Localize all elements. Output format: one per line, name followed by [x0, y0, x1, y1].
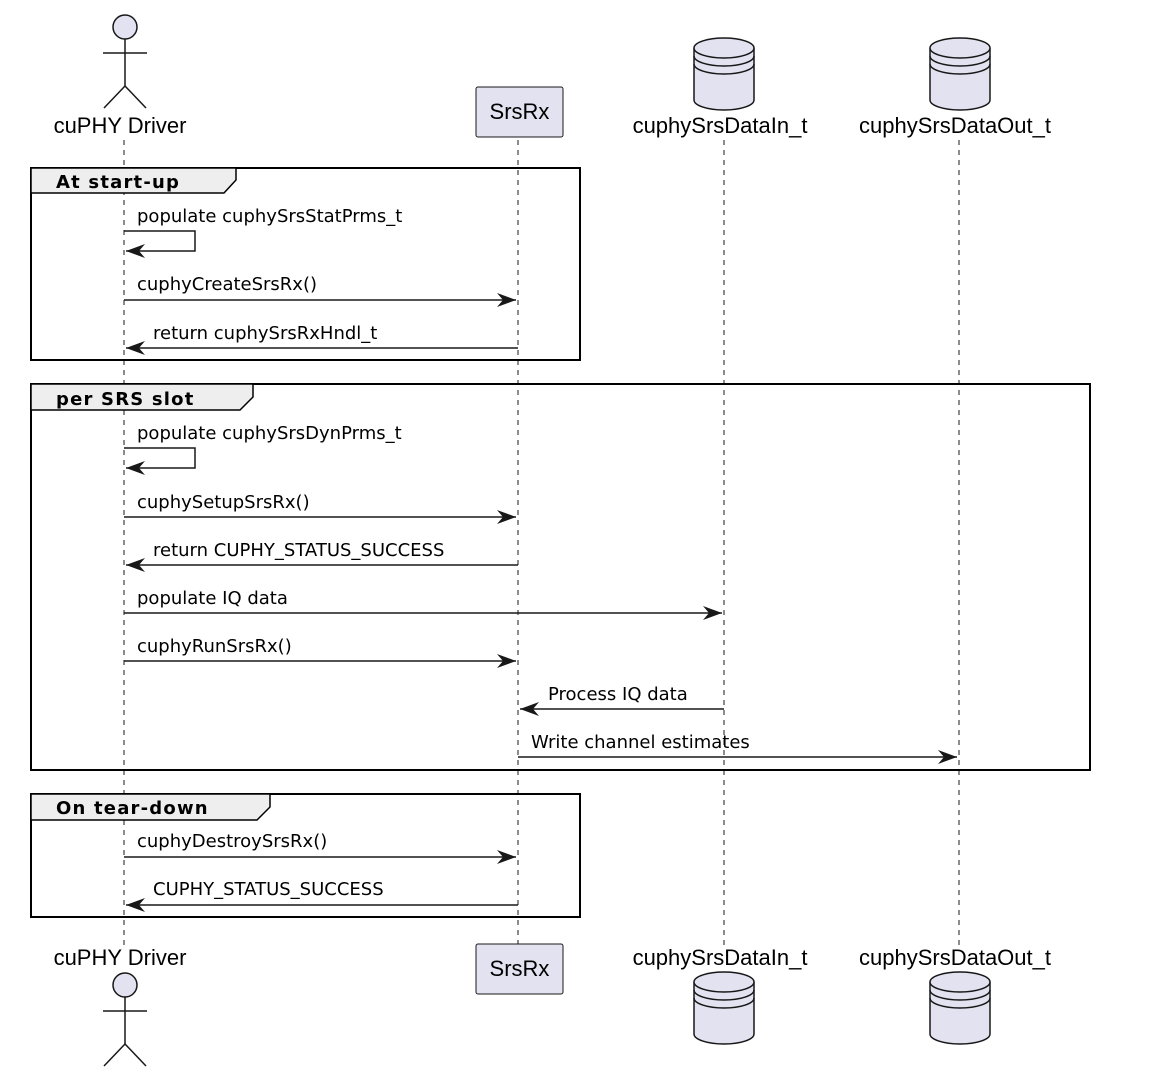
- message-return-status-success: return CUPHY_STATUS_SUCCESS: [126, 540, 518, 572]
- message-cuphy-run-srsrx: cuphyRunSrsRx(): [124, 636, 516, 668]
- database-icon: [693, 37, 755, 111]
- participant-box: [475, 943, 564, 995]
- participant-name: cuphySrsDataIn_t: [633, 113, 808, 138]
- database-icon: [929, 37, 991, 111]
- message-return-srsrx-hndl: return cuphySrsRxHndl_t: [126, 323, 518, 355]
- message-process-iq-data: Process IQ data: [520, 684, 724, 716]
- message-label: cuphySetupSrsRx(): [137, 492, 310, 513]
- group-frame-per-srs-slot: per SRS slot: [30, 383, 1091, 771]
- message-label: Process IQ data: [548, 684, 688, 705]
- database-cuphysrsdatain-bottom: cuphySrsDataIn_t: [633, 945, 808, 1045]
- message-label: return cuphySrsRxHndl_t: [153, 323, 377, 344]
- actor-icon: [103, 14, 147, 109]
- participant-name: SrsRx: [490, 99, 550, 124]
- database-icon: [929, 971, 991, 1045]
- frame-label: per SRS slot: [56, 389, 195, 410]
- message-label: populate cuphySrsStatPrms_t: [137, 206, 402, 227]
- participant-name: cuPHY Driver: [54, 113, 187, 138]
- frame-border: [30, 167, 581, 361]
- frame-border: [30, 793, 581, 918]
- frame-header: [30, 793, 271, 821]
- message-label: cuphyCreateSrsRx(): [137, 274, 317, 295]
- message-label: cuphyDestroySrsRx(): [137, 831, 327, 852]
- database-cuphysrsdataout-top: cuphySrsDataOut_t: [859, 37, 1051, 138]
- message-label: populate cuphySrsDynPrms_t: [137, 423, 402, 444]
- group-frame-tear-down: On tear-down: [30, 793, 581, 918]
- participants-top: cuPHY Driver SrsRx cuphySrsDataIn_t cuph…: [54, 14, 1051, 138]
- database-icon: [693, 971, 755, 1045]
- frame-header: [30, 167, 237, 194]
- participant-name: cuphySrsDataOut_t: [859, 945, 1051, 970]
- database-cuphysrsdatain-top: cuphySrsDataIn_t: [633, 37, 808, 138]
- frame-header: [30, 383, 254, 411]
- participant-name: cuphySrsDataIn_t: [633, 945, 808, 970]
- participant-srsrx-top: SrsRx: [475, 86, 564, 138]
- actor-cuphy-driver-bottom: cuPHY Driver: [54, 945, 187, 1067]
- participant-srsrx-bottom: SrsRx: [475, 943, 564, 995]
- participants-bottom: cuPHY Driver SrsRx cuphySrsDataIn_t: [54, 943, 1051, 1067]
- message-populate-iq-data: populate IQ data: [124, 588, 722, 620]
- participant-box: [475, 86, 564, 138]
- message-populate-stat-prms: populate cuphySrsStatPrms_t: [124, 206, 402, 258]
- message-label: CUPHY_STATUS_SUCCESS: [153, 879, 384, 900]
- participant-name: cuPHY Driver: [54, 945, 187, 970]
- participant-name: cuphySrsDataOut_t: [859, 113, 1051, 138]
- frame-label: On tear-down: [56, 798, 209, 819]
- frame-label: At start-up: [56, 172, 180, 193]
- participant-name: SrsRx: [490, 956, 550, 981]
- database-cuphysrsdataout-bottom: cuphySrsDataOut_t: [859, 945, 1051, 1045]
- message-label: return CUPHY_STATUS_SUCCESS: [153, 540, 444, 561]
- self-message-arrow: [124, 447, 196, 475]
- message-write-channel-estimates: Write channel estimates: [518, 732, 957, 764]
- message-cuphy-setup-srsrx: cuphySetupSrsRx(): [124, 492, 516, 524]
- message-cuphy-status-success: CUPHY_STATUS_SUCCESS: [126, 879, 518, 912]
- message-label: cuphyRunSrsRx(): [137, 636, 292, 657]
- actor-icon: [103, 972, 147, 1067]
- message-populate-dyn-prms: populate cuphySrsDynPrms_t: [124, 423, 402, 475]
- frame-border: [30, 383, 1091, 771]
- self-message-arrow: [124, 230, 196, 258]
- actor-cuphy-driver-top: cuPHY Driver: [54, 14, 187, 138]
- message-label: populate IQ data: [137, 588, 288, 609]
- group-frame-start-up: At start-up: [30, 167, 581, 361]
- message-cuphy-create-srsrx: cuphyCreateSrsRx(): [124, 274, 516, 307]
- message-cuphy-destroy-srsrx: cuphyDestroySrsRx(): [124, 831, 516, 864]
- message-label: Write channel estimates: [531, 732, 750, 753]
